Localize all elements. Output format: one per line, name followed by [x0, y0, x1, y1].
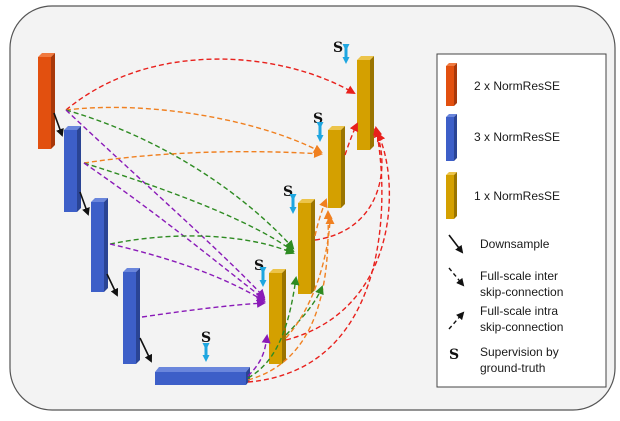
decoder-block-3	[298, 199, 315, 294]
supervision-label: S	[201, 330, 211, 346]
encoder-block-2	[64, 126, 81, 212]
legend-label-intra-2: skip-connection	[480, 320, 563, 334]
bottleneck-block	[155, 367, 250, 385]
decoder-block-2	[328, 126, 345, 208]
blue-block-icon	[446, 114, 457, 161]
gold-block-icon	[446, 172, 457, 219]
supervision-mark-d2: S	[313, 111, 324, 142]
legend-supervision-symbol: S	[449, 347, 459, 363]
supervision-label: S	[283, 184, 293, 200]
legend-label-supervision-1: Supervision by	[480, 345, 559, 359]
legend-label-inter-1: Full-scale inter	[480, 269, 558, 283]
supervision-label: S	[333, 40, 343, 56]
downsample-arrows	[53, 112, 153, 363]
supervision-label: S	[254, 258, 264, 274]
legend-label-blue: 3 x NormResSE	[474, 130, 560, 144]
legend-label-downsample: Downsample	[480, 237, 550, 251]
supervision-mark-d4: S	[254, 258, 267, 287]
encoder-block-4	[123, 268, 140, 364]
legend-label-intra-1: Full-scale intra	[480, 304, 558, 318]
supervision-mark-d1: S	[333, 40, 350, 64]
inter-skip-connections	[65, 58, 356, 318]
dashed-inter-arrow-icon	[448, 267, 465, 287]
downsample-arrow-icon	[448, 234, 464, 254]
intra-skip-connections	[247, 122, 390, 383]
legend-label-orange: 2 x NormResSE	[474, 79, 560, 93]
supervision-mark-d3: S	[283, 184, 297, 214]
legend-label-inter-2: skip-connection	[480, 285, 563, 299]
dashed-intra-arrow-icon	[448, 311, 465, 330]
supervision-label: S	[313, 111, 323, 127]
decoder-block-4	[269, 269, 286, 364]
orange-block-icon	[446, 63, 457, 106]
legend-label-gold: 1 x NormResSE	[474, 189, 560, 203]
supervision-mark-bottleneck: S	[201, 330, 211, 362]
legend-box	[436, 53, 607, 388]
decoder-block-1	[357, 56, 374, 150]
encoder-block-1	[38, 53, 55, 149]
legend-label-supervision-2: ground-truth	[480, 361, 545, 375]
encoder-block-3	[91, 198, 108, 292]
